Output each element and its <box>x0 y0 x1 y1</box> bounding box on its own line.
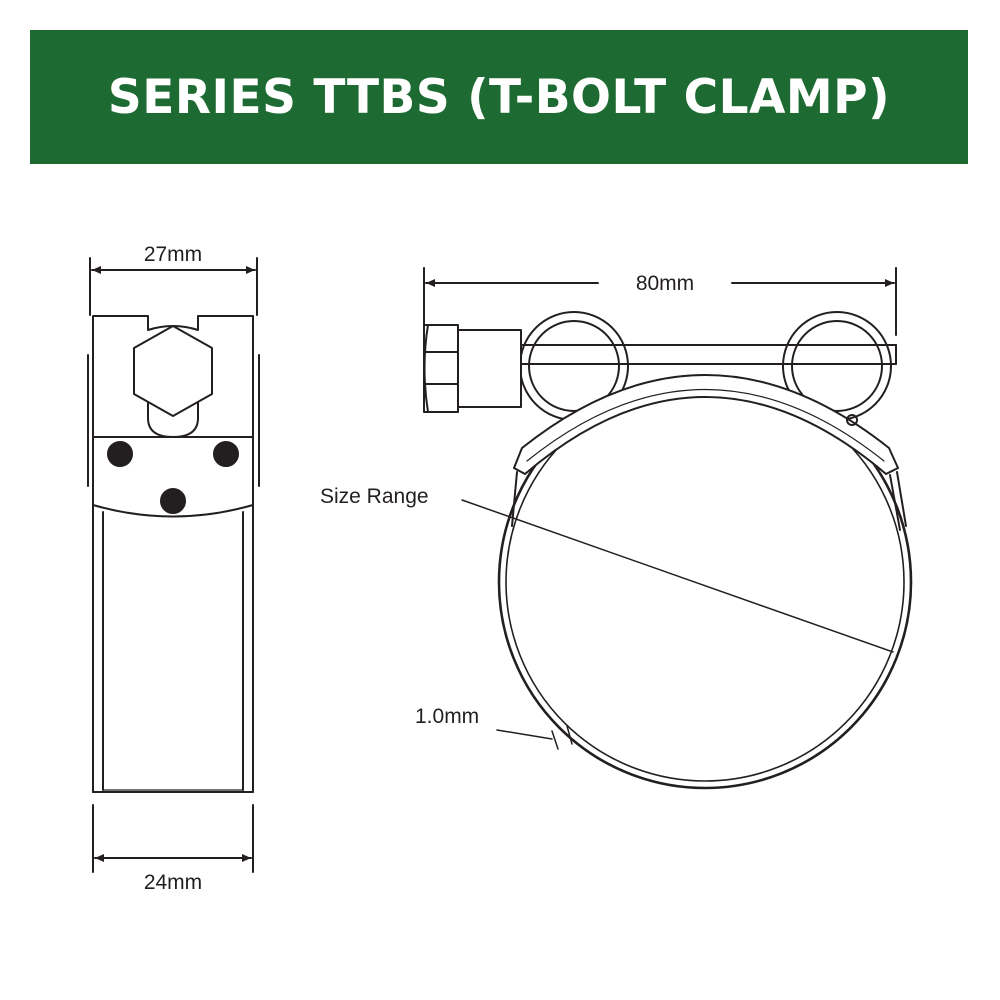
label-size-range: Size Range <box>320 485 429 508</box>
label-top-width: 27mm <box>144 243 202 266</box>
label-overall-length: 80mm <box>636 272 694 295</box>
dimension-band-width <box>92 804 254 873</box>
page-title: SERIES TTBS (T-BOLT CLAMP) <box>107 69 891 125</box>
side-view: 27mm 24mm <box>87 243 260 894</box>
dimension-overall-length <box>423 267 897 336</box>
label-band-width: 24mm <box>144 871 202 894</box>
dimension-top-width <box>89 257 258 316</box>
label-band-thickness: 1.0mm <box>415 705 479 728</box>
title-banner: SERIES TTBS (T-BOLT CLAMP) <box>30 30 968 164</box>
front-view: 80mm Size Range 1.0 <box>320 267 913 790</box>
